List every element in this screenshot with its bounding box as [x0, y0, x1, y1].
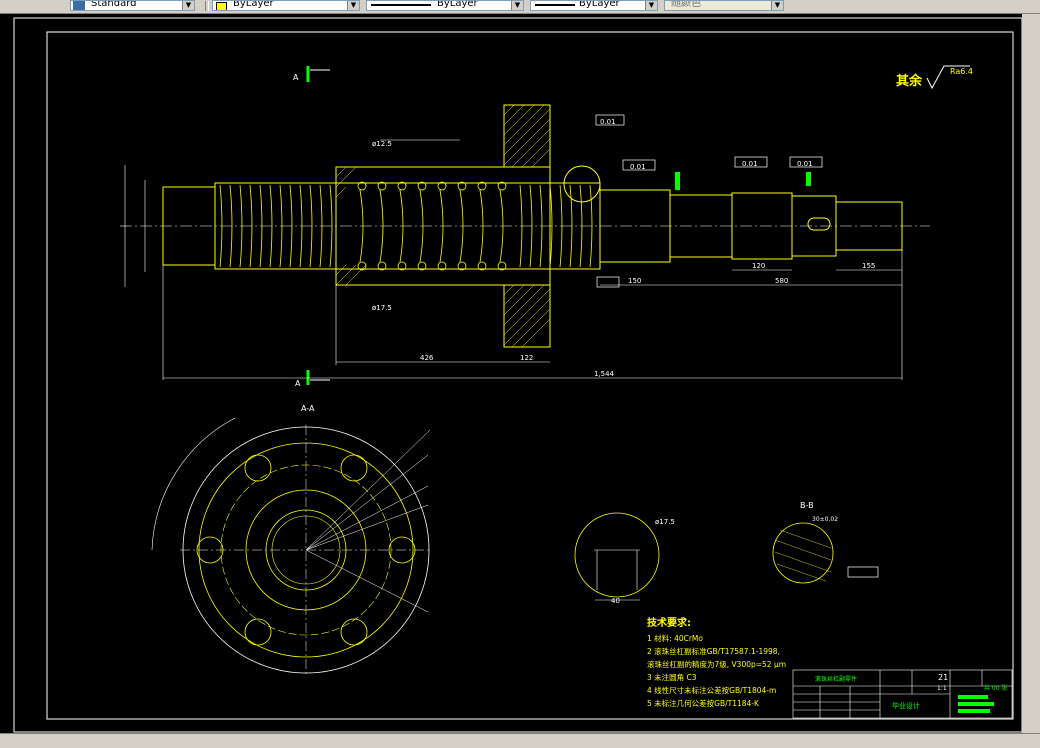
title-logo-bar [958, 695, 988, 699]
chevron-down-icon[interactable]: ▼ [347, 1, 359, 10]
detail-circle-view [574, 512, 660, 601]
dim-phi17-5: ø17.5 [372, 304, 392, 312]
journal-5 [835, 201, 903, 251]
tech-item: 2 滚珠丝杠副标准GB/T17587.1-1998, [647, 646, 780, 656]
title-part-name: 滚珠丝杠副零件 [815, 675, 857, 683]
linetype-preview [371, 4, 431, 6]
dim-120: 120 [752, 262, 765, 270]
dim-122: 122 [520, 354, 533, 362]
nut-flange-bottom [503, 284, 551, 348]
tech-item: 滚珠丝杠副的精度为7级, V300p=52 μm [647, 659, 786, 669]
nut-flange-top [503, 104, 551, 168]
roughness-value: Ra6.4 [950, 67, 973, 76]
chevron-down-icon[interactable]: ▼ [771, 1, 783, 10]
chevron-down-icon[interactable]: ▼ [182, 1, 194, 10]
section-aa-label: A-A [301, 404, 315, 413]
dimension-lines [124, 139, 903, 380]
section-mark-a-bottom: A [295, 379, 301, 388]
ball-circles [357, 181, 507, 271]
plot-style-combo[interactable]: 随颜色 ▼ [664, 0, 784, 11]
chevron-down-icon[interactable]: ▼ [645, 1, 657, 10]
detail-circle [563, 165, 601, 203]
dim-426: 426 [420, 354, 434, 362]
text-style-icon [73, 1, 85, 10]
title-project: 毕业设计 [892, 701, 920, 710]
lineweight-value: ByLayer [579, 0, 620, 9]
hatch-pattern [335, 104, 551, 348]
tech-item: 5 未标注几何公差按GB/T1184-K [647, 698, 760, 708]
dim-total-length: 1,544 [594, 370, 615, 378]
tolerance-value: 0.01 [742, 160, 758, 168]
text-style-combo[interactable]: Standard ▼ [70, 0, 195, 11]
tolerance-frames [595, 114, 879, 578]
tech-item: 4 线性尺寸未标注公差按GB/T1804-m [647, 685, 776, 695]
plot-style-value: 随颜色 [671, 0, 701, 9]
layer-color-swatch [216, 2, 227, 10]
dim-155: 155 [862, 262, 875, 270]
green-marker [675, 172, 680, 190]
title-logo-bar [958, 709, 990, 713]
screw-thread-pattern [219, 184, 593, 268]
dim-phi17-5-detail: ø17.5 [655, 518, 675, 526]
dim-150: 150 [628, 277, 641, 285]
roughness-note: 其余 [896, 73, 923, 89]
tech-title: 技术要求: [647, 616, 691, 629]
ball-nut-body [335, 166, 551, 286]
keyway [807, 217, 831, 231]
flange-section-view [151, 417, 432, 675]
toolbar-separator [205, 1, 209, 11]
tolerance-value: 0.01 [797, 160, 813, 168]
lineweight-combo[interactable]: ByLayer ▼ [530, 0, 658, 11]
tolerance-value: 0.01 [600, 118, 616, 126]
roughness-symbol [926, 65, 970, 90]
title-quantity: 21 [938, 673, 948, 682]
section-mark-a-top: A [293, 73, 299, 82]
section-bb-label: B-B [800, 501, 814, 510]
green-marker [806, 172, 811, 186]
dim-580: 580 [775, 277, 788, 285]
title-logo-bar [958, 702, 994, 706]
lineweight-preview [535, 4, 575, 6]
chevron-down-icon[interactable]: ▼ [511, 1, 523, 10]
layer-value: ByLayer [233, 0, 274, 9]
tolerance-value: 0.01 [630, 163, 646, 171]
vertical-scrollbar[interactable] [1022, 14, 1040, 733]
title-block [792, 669, 1013, 719]
title-sheet: 共 00 张 [984, 684, 1007, 692]
linetype-value: ByLayer [437, 0, 478, 9]
dim-r25: ø12.5 [372, 140, 392, 148]
tech-item: 1 材料: 40CrMo [647, 633, 703, 643]
layer-combo[interactable]: ByLayer ▼ [212, 0, 360, 11]
linetype-combo[interactable]: ByLayer ▼ [366, 0, 524, 11]
layout-tabs-bar [0, 733, 1040, 748]
shaft-section-bb [772, 522, 834, 584]
cad-drawing-canvas[interactable]: 其余 Ra6.4 A A [0, 13, 1022, 733]
dim-40: 40 [611, 597, 620, 605]
properties-toolbar: Standard ▼ ByLayer ▼ ByLayer ▼ ByLayer ▼… [0, 0, 1040, 14]
text-style-value: Standard [91, 0, 137, 9]
drawing-frame-outer [13, 17, 1022, 733]
dim-30: 30±0.02 [812, 516, 838, 523]
tech-item: 3 未注圆角 C3 [647, 672, 697, 682]
title-scale: 1:1 [937, 685, 947, 692]
drawing-frame-inner [46, 31, 1014, 720]
